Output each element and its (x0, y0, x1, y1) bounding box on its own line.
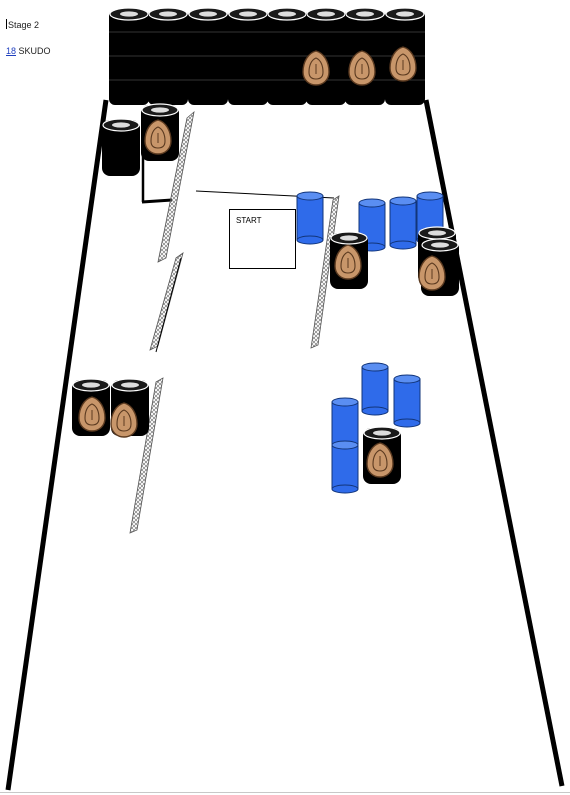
target-type-label: SKUDO (18, 46, 51, 56)
start-label: START (236, 216, 262, 225)
blue-drum-icon (296, 191, 324, 245)
left-top-barrels (101, 103, 180, 177)
middle-right-props (331, 362, 421, 494)
mesh-wall-icon (129, 377, 164, 534)
bottom-divider (0, 792, 570, 793)
blue-drum-icon (331, 440, 359, 494)
tire-barrel-icon (266, 7, 308, 106)
mesh-walls (129, 110, 340, 534)
blue-drum-icon (361, 362, 389, 416)
back-wall-barrels (108, 7, 426, 106)
tire-barrel-icon (147, 7, 189, 106)
mesh-wall-icon (157, 110, 195, 263)
tire-barrel-icon (227, 7, 269, 106)
tire-barrel-icon (108, 7, 150, 106)
blue-drum-icon (389, 196, 417, 250)
target-count-number: 18 (6, 46, 17, 56)
mesh-wall-icon (310, 195, 340, 349)
left-middle-props (71, 378, 150, 438)
tire-barrel-icon (101, 118, 141, 177)
blue-drum-icon (393, 374, 421, 428)
target-count: 18 SKUDO (6, 46, 51, 56)
course-boundary (5, 99, 565, 791)
stage-title: Stage 2 (6, 19, 40, 30)
tire-barrel-icon (187, 7, 229, 106)
start-box: START (229, 209, 296, 269)
door-frame (141, 155, 173, 204)
